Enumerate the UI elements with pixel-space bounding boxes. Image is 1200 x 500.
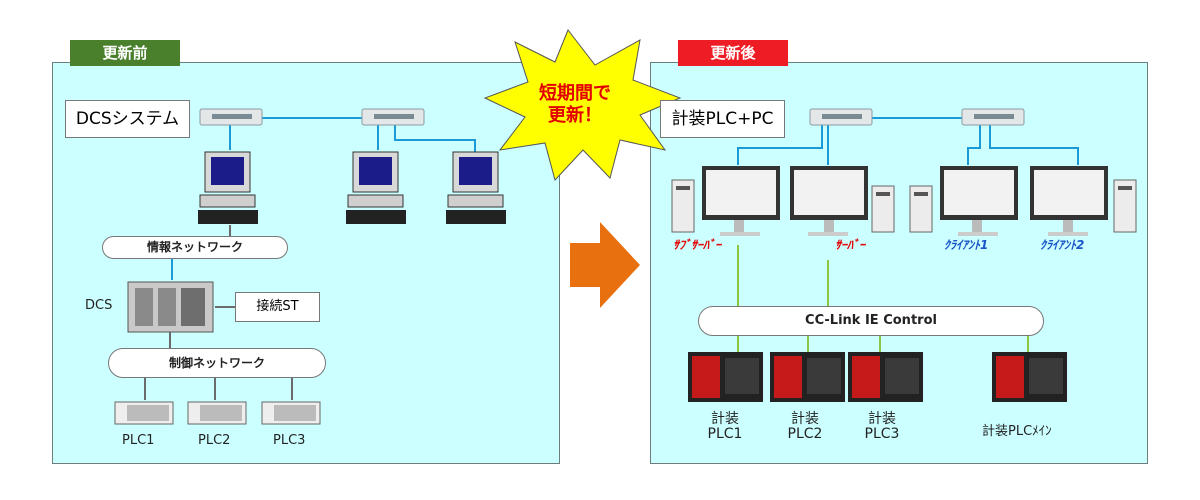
instr-plc3-bottom: PLC3 xyxy=(864,426,900,442)
instr-plc2-bottom: PLC2 xyxy=(787,426,823,442)
burst-line2: 更新！ xyxy=(548,105,602,126)
dcs-cabinet-icon xyxy=(127,281,214,333)
client-tower-icon xyxy=(1113,179,1137,233)
pc-icon xyxy=(346,151,406,224)
plc-module-icon xyxy=(770,352,845,402)
control-network-bar: 制御ネットワーク xyxy=(108,348,326,378)
server-label: ｻｰﾊﾞｰ xyxy=(835,238,866,252)
before-tag: 更新前 xyxy=(70,40,180,66)
instr-plc2-top: 計装 xyxy=(791,411,819,427)
server-tower-icon xyxy=(871,185,895,233)
plc-module-icon xyxy=(848,352,923,402)
monitor-icon xyxy=(702,166,780,236)
burst-star xyxy=(483,29,682,181)
plc-module-icon xyxy=(992,352,1067,402)
before-pc3-link xyxy=(394,125,476,152)
client1-label: ｸﾗｲｱﾝﾄ1 xyxy=(944,238,989,252)
instr-plc1-label: 計装 PLC1 xyxy=(695,412,755,442)
monitor-icon xyxy=(940,166,1018,236)
cc-link-network-bar: CC-Link IE Control xyxy=(698,306,1044,336)
update-arrow xyxy=(570,222,640,308)
monitor-icon xyxy=(790,166,868,236)
plc-unit-icon xyxy=(187,401,247,425)
monitor-icon xyxy=(1030,166,1108,236)
connect-st-label: 接続ST xyxy=(256,299,299,314)
dcs-system-text: DCSシステム xyxy=(75,109,180,129)
pc-icon xyxy=(198,151,258,224)
client2-label: ｸﾗｲｱﾝﾄ2 xyxy=(1040,238,1085,252)
plc2-label: PLC2 xyxy=(198,433,231,448)
instr-plc3-label: 計装 PLC3 xyxy=(852,412,912,442)
plc-unit-icon xyxy=(261,401,321,425)
client-tower-icon xyxy=(909,185,933,233)
instr-plc3-top: 計装 xyxy=(868,411,896,427)
sub-server-label: ｻﾌﾞｻｰﾊﾞｰ xyxy=(673,238,722,252)
dcs-system-label: DCSシステム xyxy=(65,100,190,138)
info-network-label: 情報ネットワーク xyxy=(146,240,243,254)
connect-st-box: 接続ST xyxy=(235,292,320,322)
instr-plc1-bottom: PLC1 xyxy=(707,426,743,442)
plc-pc-system-label: 計装PLC+PC xyxy=(660,100,785,138)
burst-line1: 短期間で xyxy=(539,83,611,104)
dcs-label: DCS xyxy=(85,298,113,313)
plc-pc-system-text: 計装PLC+PC xyxy=(671,109,774,129)
instr-plc2-label: 計装 PLC2 xyxy=(775,412,835,442)
control-network-label: 制御ネットワーク xyxy=(168,356,265,370)
info-network-bar: 情報ネットワーク xyxy=(102,236,288,259)
instr-plc-main-label: 計装PLCﾒｲﾝ xyxy=(982,424,1052,439)
instr-plc1-top: 計装 xyxy=(711,411,739,427)
after-tag: 更新後 xyxy=(678,40,788,66)
plc3-label: PLC3 xyxy=(273,433,306,448)
pc-icon xyxy=(446,151,506,224)
plc-module-icon xyxy=(688,352,763,402)
burst-text: 短期間で 更新！ xyxy=(527,83,623,127)
cc-link-network-label: CC-Link IE Control xyxy=(805,313,937,328)
plc1-label: PLC1 xyxy=(122,433,155,448)
plc-unit-icon xyxy=(114,401,174,425)
server-tower-icon xyxy=(671,179,695,233)
